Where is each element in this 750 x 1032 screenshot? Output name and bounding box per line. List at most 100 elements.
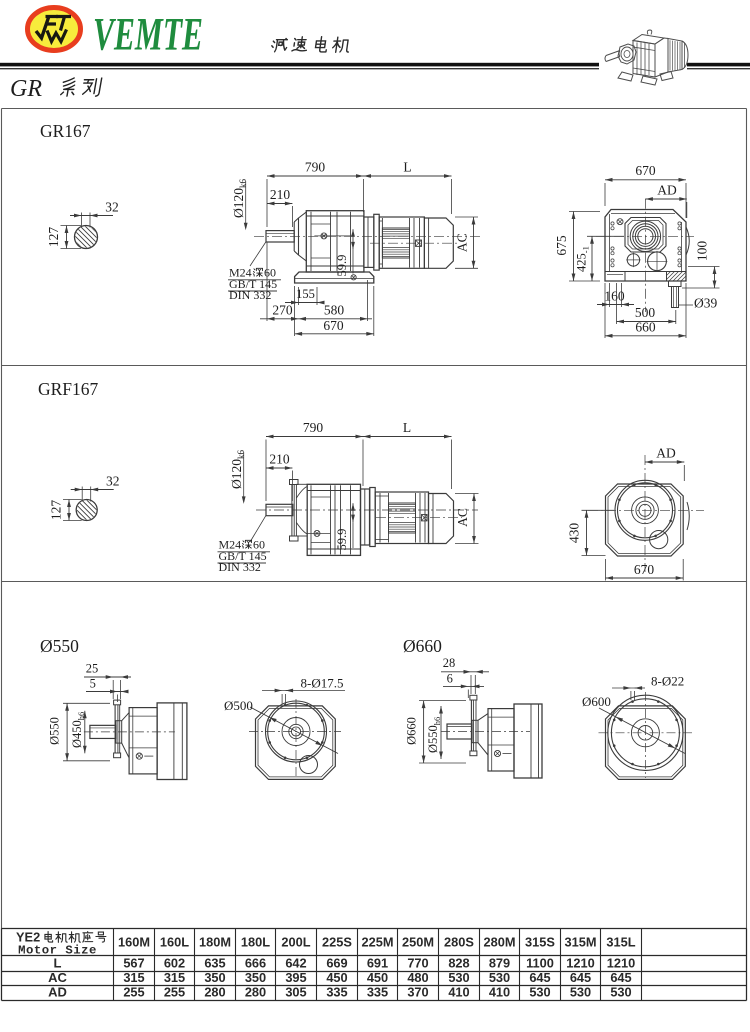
svg-text:Ø39: Ø39 bbox=[694, 296, 717, 311]
svg-text:1100: 1100 bbox=[526, 955, 554, 970]
svg-text:645: 645 bbox=[610, 970, 631, 985]
svg-text:670: 670 bbox=[634, 562, 655, 577]
svg-text:AC: AC bbox=[48, 970, 67, 985]
svg-text:691: 691 bbox=[367, 955, 388, 970]
svg-text:Ø660: Ø660 bbox=[404, 717, 418, 745]
svg-text:567: 567 bbox=[123, 955, 144, 970]
svg-text:645: 645 bbox=[570, 970, 591, 985]
svg-text:335: 335 bbox=[367, 985, 388, 1000]
svg-text:305: 305 bbox=[285, 985, 306, 1000]
svg-text:210: 210 bbox=[270, 187, 291, 202]
svg-text:250M: 250M bbox=[402, 935, 434, 950]
svg-text:Ø660: Ø660 bbox=[403, 636, 442, 656]
svg-text:M24: M24 bbox=[219, 538, 242, 552]
svg-text:100: 100 bbox=[695, 241, 710, 262]
svg-text:280M: 280M bbox=[483, 935, 515, 950]
svg-text:270: 270 bbox=[272, 303, 293, 318]
svg-text:315: 315 bbox=[123, 970, 144, 985]
svg-text:530: 530 bbox=[570, 985, 591, 1000]
svg-text:5: 5 bbox=[90, 677, 96, 691]
svg-text:255: 255 bbox=[164, 985, 185, 1000]
svg-text:225S: 225S bbox=[322, 935, 352, 950]
svg-text:669: 669 bbox=[326, 955, 347, 970]
svg-text:GB/T 145: GB/T 145 bbox=[219, 549, 267, 563]
svg-text:670: 670 bbox=[635, 163, 656, 178]
svg-text:580: 580 bbox=[324, 303, 345, 318]
svg-text:AC: AC bbox=[455, 233, 470, 252]
svg-text:280S: 280S bbox=[444, 935, 474, 950]
svg-text:32: 32 bbox=[105, 200, 119, 215]
svg-text:828: 828 bbox=[448, 955, 469, 970]
svg-text:370: 370 bbox=[407, 985, 428, 1000]
svg-text:Ø450h6: Ø450h6 bbox=[70, 712, 86, 748]
svg-text:GB/T 145: GB/T 145 bbox=[229, 277, 277, 291]
svg-text:160L: 160L bbox=[160, 935, 189, 950]
svg-text:315L: 315L bbox=[606, 935, 635, 950]
svg-text:AC: AC bbox=[455, 508, 470, 527]
svg-text:GR: GR bbox=[10, 76, 42, 102]
svg-text:642: 642 bbox=[285, 955, 306, 970]
svg-text:59.9: 59.9 bbox=[335, 255, 349, 277]
svg-text:1210: 1210 bbox=[566, 955, 594, 970]
svg-text:127: 127 bbox=[46, 227, 61, 248]
svg-text:8-Ø22: 8-Ø22 bbox=[651, 674, 684, 689]
svg-text:210: 210 bbox=[269, 452, 290, 467]
svg-text:410: 410 bbox=[489, 985, 510, 1000]
svg-text:YE2: YE2 bbox=[16, 930, 40, 945]
svg-text:180L: 180L bbox=[241, 935, 270, 950]
svg-text:AD: AD bbox=[657, 183, 677, 198]
svg-text:480: 480 bbox=[407, 970, 428, 985]
svg-text:Ø600: Ø600 bbox=[582, 694, 611, 709]
svg-text:675: 675 bbox=[554, 235, 569, 256]
svg-text:450: 450 bbox=[367, 970, 388, 985]
svg-text:660: 660 bbox=[635, 319, 656, 334]
svg-text:Ø550: Ø550 bbox=[40, 636, 79, 656]
svg-text:350: 350 bbox=[245, 970, 266, 985]
svg-text:530: 530 bbox=[529, 985, 550, 1000]
svg-text:DIN 332: DIN 332 bbox=[229, 288, 271, 302]
svg-text:879: 879 bbox=[489, 955, 510, 970]
svg-text:32: 32 bbox=[106, 474, 120, 489]
svg-text:160M: 160M bbox=[118, 935, 150, 950]
svg-text:60: 60 bbox=[253, 538, 265, 552]
svg-text:Motor Size: Motor Size bbox=[18, 944, 97, 958]
svg-text:790: 790 bbox=[303, 420, 324, 435]
svg-text:395: 395 bbox=[285, 970, 306, 985]
svg-text:59.9: 59.9 bbox=[335, 529, 349, 551]
svg-text:666: 666 bbox=[245, 955, 266, 970]
svg-text:6: 6 bbox=[447, 672, 453, 686]
svg-text:350: 350 bbox=[204, 970, 225, 985]
svg-text:Ø120k6: Ø120k6 bbox=[231, 179, 248, 219]
svg-text:645: 645 bbox=[529, 970, 550, 985]
svg-text:530: 530 bbox=[448, 970, 469, 985]
svg-text:315M: 315M bbox=[564, 935, 596, 950]
svg-text:530: 530 bbox=[489, 970, 510, 985]
svg-text:500: 500 bbox=[635, 305, 656, 320]
svg-text:Ø550: Ø550 bbox=[48, 717, 62, 745]
svg-text:L: L bbox=[403, 160, 411, 175]
svg-text:DIN 332: DIN 332 bbox=[219, 560, 261, 574]
svg-text:155: 155 bbox=[296, 287, 315, 301]
svg-text:315S: 315S bbox=[525, 935, 555, 950]
svg-text:180M: 180M bbox=[199, 935, 231, 950]
svg-text:430: 430 bbox=[567, 523, 582, 544]
svg-text:M24: M24 bbox=[229, 266, 252, 280]
svg-text:160: 160 bbox=[604, 289, 625, 304]
svg-text:1210: 1210 bbox=[607, 955, 635, 970]
svg-text:AD: AD bbox=[656, 446, 676, 461]
svg-text:VEMTE: VEMTE bbox=[93, 9, 203, 61]
svg-text:127: 127 bbox=[49, 500, 64, 521]
svg-text:670: 670 bbox=[323, 318, 344, 333]
svg-text:315: 315 bbox=[164, 970, 185, 985]
svg-text:225M: 225M bbox=[361, 935, 393, 950]
svg-text:280: 280 bbox=[204, 985, 225, 1000]
svg-text:410: 410 bbox=[448, 985, 469, 1000]
svg-text:425-1: 425-1 bbox=[575, 246, 591, 272]
svg-text:GR167: GR167 bbox=[40, 121, 91, 141]
svg-text:Ø500: Ø500 bbox=[224, 698, 253, 713]
svg-text:255: 255 bbox=[123, 985, 144, 1000]
svg-text:28: 28 bbox=[443, 656, 456, 670]
svg-text:Ø550h6: Ø550h6 bbox=[426, 717, 442, 753]
svg-text:280: 280 bbox=[245, 985, 266, 1000]
svg-text:Ø120k6: Ø120k6 bbox=[229, 450, 246, 490]
